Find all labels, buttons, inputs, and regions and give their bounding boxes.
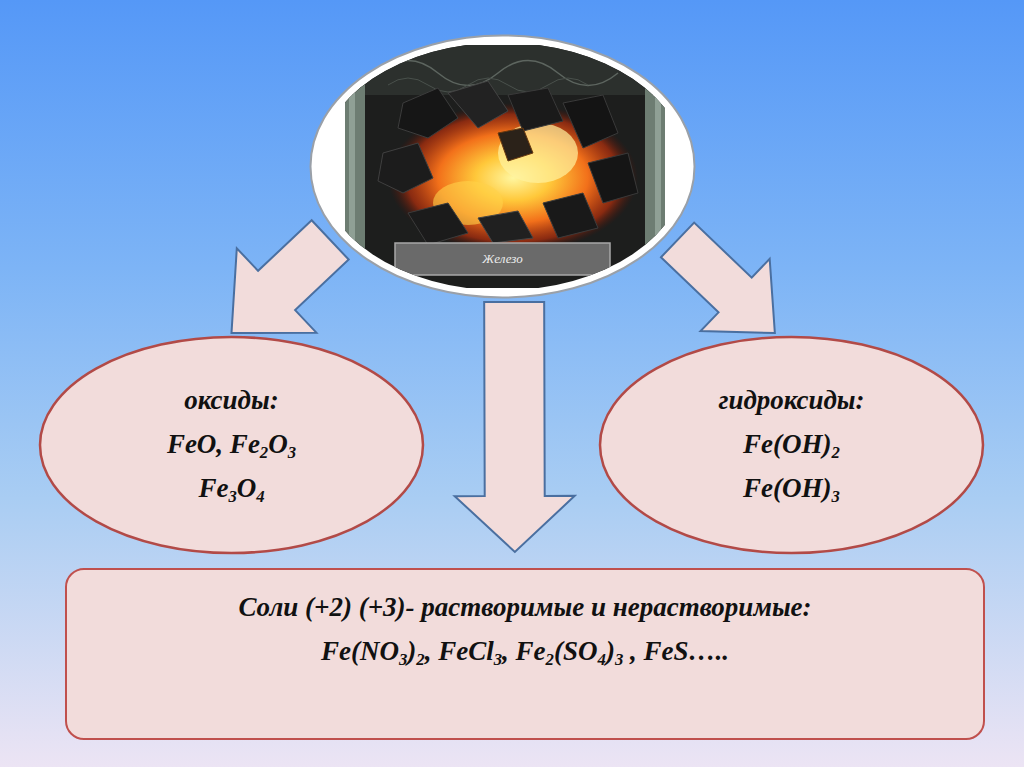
subscript: 3 [228, 487, 236, 506]
node-text: гидроксиды: [718, 379, 864, 423]
text-run: Fe(NO [321, 636, 399, 666]
text-run: O [268, 429, 288, 459]
node-text: Соли (+2) (+3)- растворимые и нераствори… [238, 586, 811, 630]
subscript: 3 [494, 650, 502, 669]
node-text: оксиды: [184, 379, 278, 423]
block-arrow [661, 223, 775, 333]
salts-box: Соли (+2) (+3)- растворимые и нераствори… [65, 568, 985, 740]
ellipse-shape [600, 337, 983, 553]
coal-photo [345, 45, 665, 288]
node-content: гидроксиды:Fe(OH)2Fe(OH)3 [598, 335, 985, 555]
text-run: FeO, Fe [167, 429, 260, 459]
subscript: 4 [598, 650, 606, 669]
text-run: Fe(OH) [743, 473, 831, 503]
text-run: , Fe [502, 636, 546, 666]
node-content: Соли (+2) (+3)- растворимые и нераствори… [65, 568, 985, 740]
node-text: Fe3O4 [198, 467, 264, 511]
node-content: Железо [395, 243, 610, 275]
picture-caption: Железо [482, 251, 522, 267]
subscript: 2 [832, 443, 840, 462]
node-text: Fe(OH)2 [743, 423, 840, 467]
text-run: O [237, 473, 257, 503]
picture-node: Железо [308, 33, 697, 300]
hydroxides-ellipse: гидроксиды:Fe(OH)2Fe(OH)3 [598, 335, 985, 555]
subscript: 2 [416, 650, 424, 669]
node-text: Fe(OH)3 [743, 467, 840, 511]
text-run: Соли (+2) (+3)- растворимые и нераствори… [238, 592, 811, 622]
subscript: 3 [832, 487, 840, 506]
subscript: 2 [546, 650, 554, 669]
block-arrow [232, 220, 349, 333]
subscript: 3 [288, 443, 296, 462]
node-text: Fe(NO3)2, FeCl3, Fe2(SO4)3 , FeS….. [321, 630, 729, 674]
rounded-box [66, 569, 984, 739]
ellipse-shape [40, 337, 423, 553]
text-run: , FeCl [425, 636, 494, 666]
picture-frame [311, 36, 695, 298]
oxides-ellipse: оксиды:FeO, Fe2O3Fe3O4 [38, 335, 425, 555]
text-run: ) [407, 636, 416, 666]
subscript: 2 [260, 443, 268, 462]
picture-banner [395, 243, 610, 275]
text-run: , FeS….. [623, 636, 729, 666]
text-run: ) [606, 636, 615, 666]
text-run: гидроксиды: [718, 385, 864, 415]
text-run: (SO [554, 636, 598, 666]
subscript: 3 [615, 650, 623, 669]
subscript: 4 [256, 487, 264, 506]
node-text: FeO, Fe2O3 [167, 423, 296, 467]
node-content: оксиды:FeO, Fe2O3Fe3O4 [38, 335, 425, 555]
subscript: 3 [399, 650, 407, 669]
text-run: Fe [198, 473, 228, 503]
block-arrow [455, 302, 575, 552]
text-run: оксиды: [184, 385, 278, 415]
text-run: Fe(OH) [743, 429, 831, 459]
